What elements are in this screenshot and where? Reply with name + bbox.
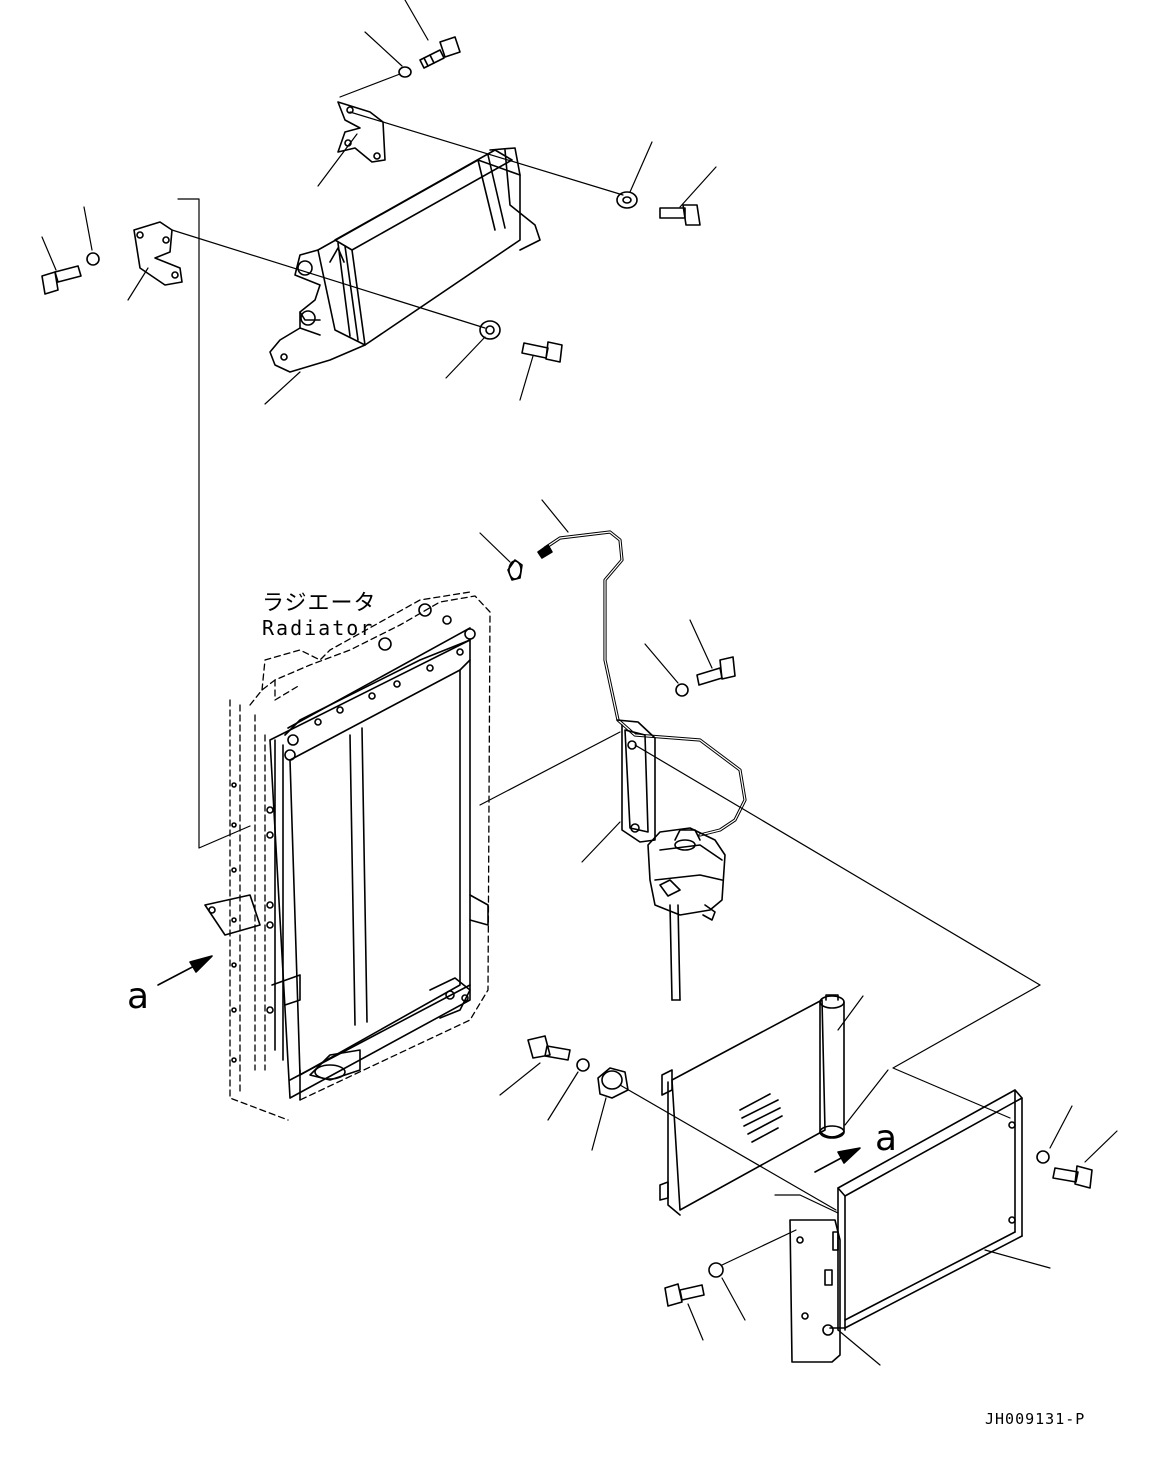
washer-bottom-right	[1037, 1151, 1049, 1163]
bolt-bottom-center	[665, 1284, 704, 1306]
hose-clamp	[508, 560, 522, 580]
document-code: JH009131-P	[985, 1410, 1086, 1428]
overflow-hose	[545, 532, 745, 835]
washer-left	[87, 253, 99, 265]
condenser-panel	[660, 1000, 825, 1215]
bolt-bottom-right	[1053, 1166, 1092, 1188]
view-arrow-right	[815, 1148, 860, 1172]
view-indicator-a-right: a	[875, 1118, 898, 1159]
intercooler-assembly	[270, 148, 540, 372]
rubber-mount	[598, 1068, 628, 1098]
coolant-reservoir-tank	[648, 828, 725, 1000]
bolt-top-right	[660, 205, 700, 225]
view-arrow-left	[158, 956, 212, 985]
upper-bracket	[338, 102, 385, 162]
reservoir-bracket	[617, 720, 655, 842]
nut-mid	[480, 321, 500, 339]
leader-lines-top	[42, 0, 716, 848]
bolt-top	[420, 37, 460, 68]
view-indicator-a-left: a	[127, 976, 150, 1017]
washer-top	[399, 67, 411, 77]
washer-mid-right	[676, 684, 688, 696]
bolt-mid-right-2	[697, 657, 735, 685]
nut-top-right	[617, 192, 637, 208]
mount-bracket-plate	[790, 1220, 840, 1362]
washer-bottom-center	[709, 1263, 723, 1277]
bolt-mid-right	[522, 342, 562, 362]
condenser-mount-frame	[830, 1090, 1022, 1330]
bolt-bottom-left	[528, 1036, 570, 1060]
leader-lines-bottom	[500, 1063, 1117, 1365]
radiator-assembly	[205, 592, 490, 1120]
hose-end	[538, 545, 552, 558]
bolt-left	[42, 266, 81, 294]
receiver-drier	[820, 995, 844, 1138]
left-bracket	[134, 222, 182, 285]
radiator-label-english: Radiator	[262, 616, 375, 640]
radiator-label-japanese: ラジエータ	[262, 591, 377, 616]
leader-lines-middle	[480, 500, 1040, 1118]
washer-bottom-left	[577, 1059, 589, 1071]
